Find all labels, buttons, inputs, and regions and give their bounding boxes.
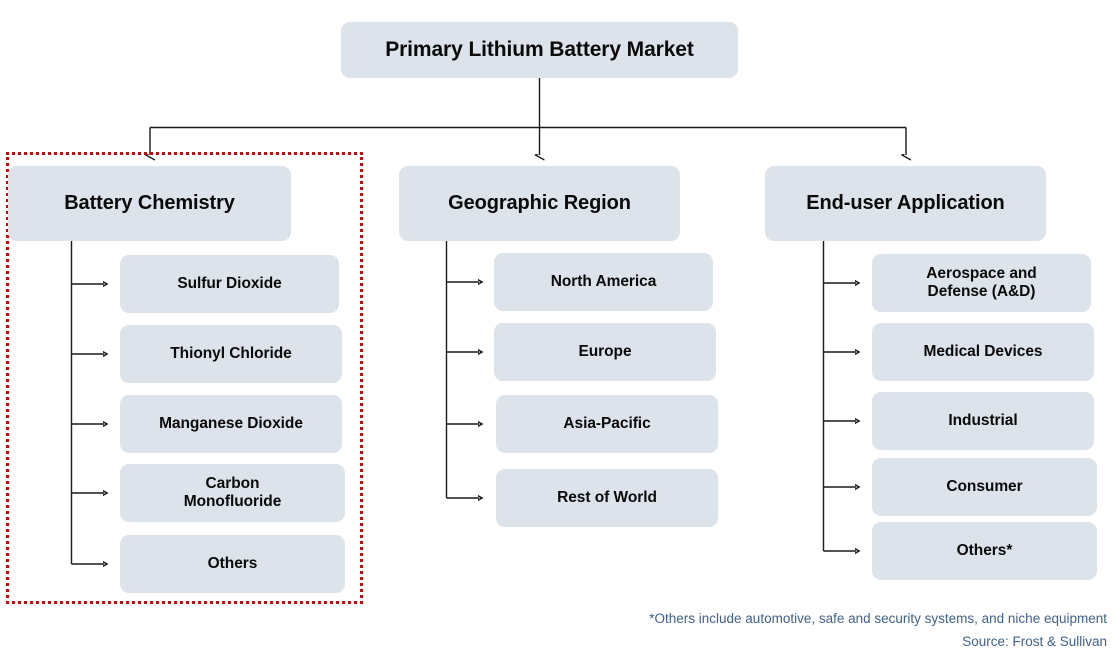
stem-geographic-region <box>445 240 480 498</box>
node-manganese-dioxide[interactable]: Manganese Dioxide <box>120 395 342 453</box>
footnote-source: Source: Frost & Sullivan <box>962 634 1107 649</box>
node-geographic-region[interactable]: Geographic Region <box>399 166 680 241</box>
footnote-others-note: *Others include automotive, safe and sec… <box>649 611 1107 626</box>
node-battery-chemistry[interactable]: Battery Chemistry <box>8 166 291 241</box>
node-medical-devices[interactable]: Medical Devices <box>872 323 1094 381</box>
node-others-application[interactable]: Others* <box>872 522 1097 580</box>
node-europe[interactable]: Europe <box>494 323 716 381</box>
node-rest-of-world[interactable]: Rest of World <box>496 469 718 527</box>
node-industrial[interactable]: Industrial <box>872 392 1094 450</box>
node-north-america[interactable]: North America <box>494 253 713 311</box>
node-end-user-application[interactable]: End-user Application <box>765 166 1046 241</box>
node-others-chemistry[interactable]: Others <box>120 535 345 593</box>
highlight-region-battery-chemistry <box>6 152 363 604</box>
stem-end-user-application <box>822 240 857 551</box>
branch-arrows <box>150 127 906 156</box>
node-thionyl-chloride[interactable]: Thionyl Chloride <box>120 325 342 383</box>
node-asia-pacific[interactable]: Asia-Pacific <box>496 395 718 453</box>
node-primary-lithium-battery-market[interactable]: Primary Lithium Battery Market <box>341 22 738 78</box>
node-consumer[interactable]: Consumer <box>872 458 1097 516</box>
node-sulfur-dioxide[interactable]: Sulfur Dioxide <box>120 255 339 313</box>
